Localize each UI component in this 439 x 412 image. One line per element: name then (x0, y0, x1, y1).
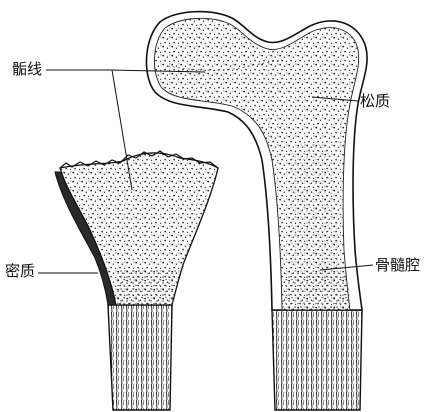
label-compact-bone: 密质 (5, 262, 35, 280)
label-medullary-cavity: 骨髓腔 (375, 256, 420, 274)
label-spongy-bone: 松质 (360, 92, 390, 110)
left-shaft-cut (108, 305, 172, 410)
right-shaft-cut (272, 310, 362, 410)
left-bone (55, 151, 218, 410)
label-epiphyseal-line: 骺线 (12, 60, 42, 78)
